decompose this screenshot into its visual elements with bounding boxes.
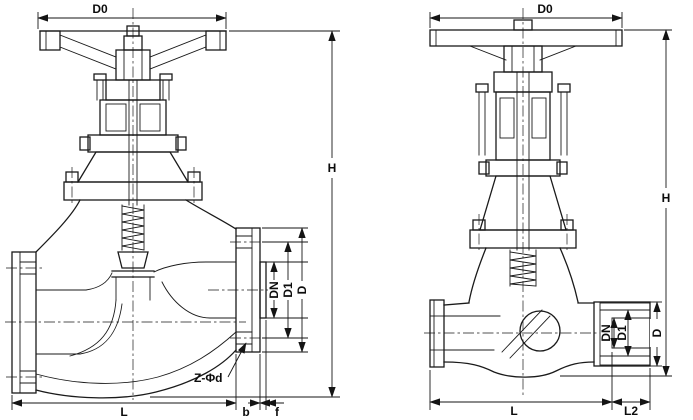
- right-body: [429, 299, 651, 378]
- left-dim-length: L b f: [11, 320, 284, 419]
- left-label-h: H: [328, 161, 337, 175]
- right-yoke-bonnet: [468, 71, 579, 303]
- left-label-d1: D1: [281, 282, 295, 298]
- left-label-dn: DN: [267, 281, 281, 298]
- left-bolt-hole-callout: Z-Φd: [194, 342, 247, 385]
- right-dim-h: H: [560, 29, 672, 377]
- right-disc: [519, 310, 561, 352]
- right-label-l2: L2: [624, 404, 638, 418]
- right-valve-view: D0 H DN D1 D L L2: [424, 2, 672, 418]
- right-label-dn: DN: [599, 324, 613, 341]
- left-label-d: D: [295, 285, 309, 294]
- right-handwheel: [429, 19, 623, 73]
- left-valve-view: D0 H DN D1 D: [5, 2, 340, 419]
- left-label-l: L: [120, 405, 127, 419]
- right-dim-length: L L2: [429, 352, 651, 418]
- left-dim-diameters: DN D1 D: [262, 227, 309, 353]
- right-label-d0: D0: [537, 2, 553, 16]
- right-label-d1: D1: [615, 325, 629, 341]
- right-label-d: D: [650, 328, 664, 337]
- right-dim-d0: D0: [429, 2, 623, 28]
- right-dim-diameters: DN D1 D: [599, 301, 664, 367]
- right-label-h: H: [662, 191, 671, 205]
- left-dim-h: H: [150, 30, 340, 398]
- right-label-d-backing: [650, 319, 664, 347]
- left-label-bolt-holes: Z-Φd: [194, 371, 223, 385]
- left-dim-d0: D0: [37, 2, 227, 29]
- left-label-f: f: [275, 405, 280, 419]
- left-body: [6, 199, 267, 399]
- left-label-d0: D0: [92, 2, 108, 16]
- right-label-l: L: [510, 404, 517, 418]
- left-label-b: b: [242, 405, 249, 419]
